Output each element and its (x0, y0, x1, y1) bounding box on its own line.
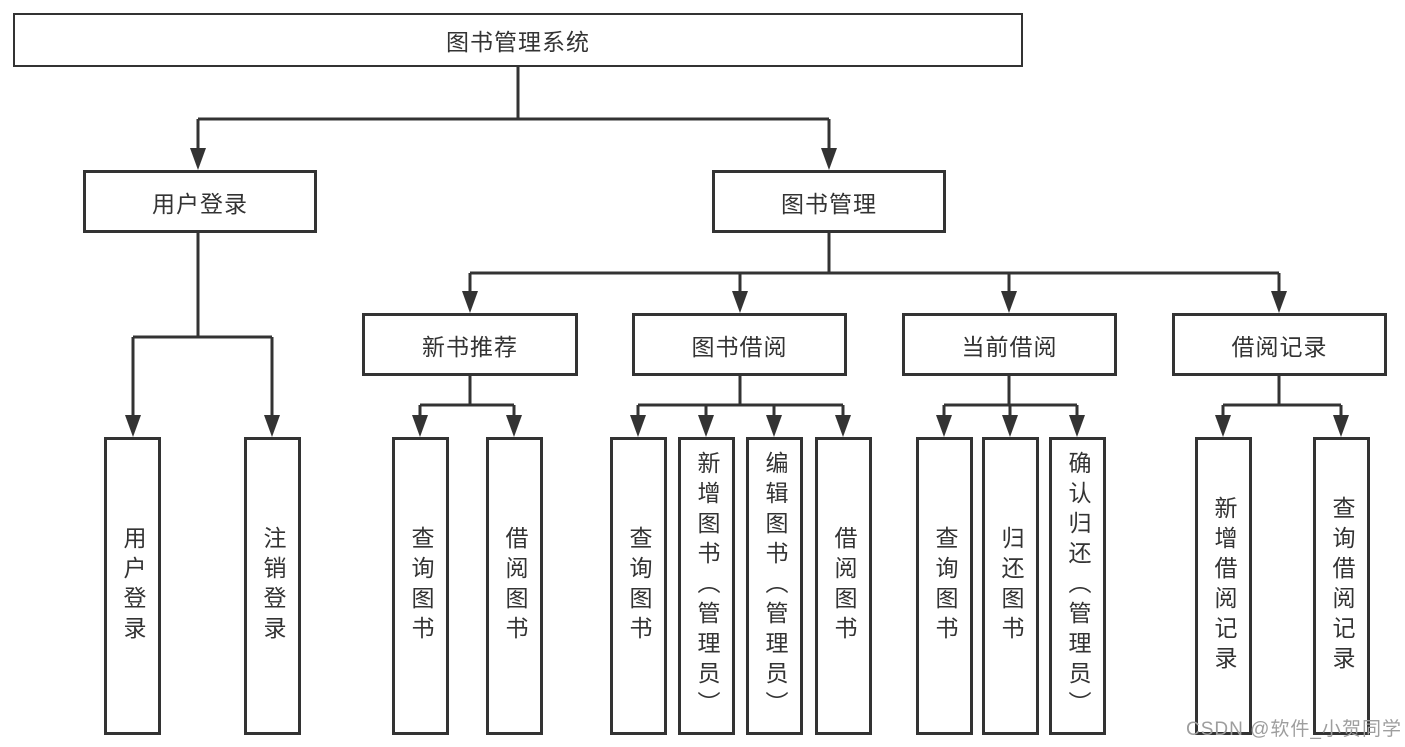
node-book-management-system: 图书管理系统 (13, 13, 1023, 67)
leaf-label: 查询图书 (626, 526, 652, 646)
arrowhead-confirm-return (1069, 415, 1085, 437)
leaf-label: 确认归还（管理员） (1065, 451, 1091, 721)
leaf-label: 新增图书（管理员） (694, 451, 720, 721)
leaf-add-borrow-record: 新增借阅记录 (1195, 437, 1252, 735)
leaf-borrow-books-recommend: 借阅图书 (486, 437, 543, 735)
arrowhead-book-management (821, 148, 837, 170)
leaf-label: 用户登录 (120, 526, 146, 646)
arrowhead-add-record (1215, 415, 1231, 437)
leaf-query-borrow-record: 查询借阅记录 (1313, 437, 1370, 735)
leaf-user-login: 用户登录 (104, 437, 161, 735)
arrowhead-current-borrowing (1001, 291, 1017, 313)
leaf-query-books-borrowing: 查询图书 (610, 437, 667, 735)
node-user-login: 用户登录 (83, 170, 317, 233)
leaf-label: 借阅图书 (831, 526, 857, 646)
arrowhead-borrow-books-2 (835, 415, 851, 437)
leaf-edit-books-admin: 编辑图书（管理员） (746, 437, 803, 735)
leaf-confirm-return-admin: 确认归还（管理员） (1049, 437, 1106, 735)
arrowhead-user-login (190, 148, 206, 170)
leaf-label: 查询图书 (408, 526, 434, 646)
leaf-label: 查询图书 (932, 526, 958, 646)
arrowhead-leaf-logout (264, 415, 280, 437)
arrowhead-query-record (1333, 415, 1349, 437)
arrowhead-return-books (1002, 415, 1018, 437)
arrowhead-borrowing-records (1271, 291, 1287, 313)
leaf-query-books-recommend: 查询图书 (392, 437, 449, 735)
leaf-add-books-admin: 新增图书（管理员） (678, 437, 735, 735)
node-borrowing-records: 借阅记录 (1172, 313, 1387, 376)
leaf-label: 新增借阅记录 (1211, 496, 1237, 676)
watermark-text: CSDN @软件_小贺同学 (1186, 719, 1402, 740)
arrowhead-borrow-books-1 (506, 415, 522, 437)
leaf-label: 归还图书 (998, 526, 1024, 646)
node-book-borrowing: 图书借阅 (632, 313, 847, 376)
leaf-label: 编辑图书（管理员） (762, 451, 788, 721)
node-book-management: 图书管理 (712, 170, 946, 233)
arrowhead-leaf-user-login (125, 415, 141, 437)
leaf-query-books-current: 查询图书 (916, 437, 973, 735)
arrowhead-query-books-1 (412, 415, 428, 437)
arrowhead-add-books (698, 415, 714, 437)
leaf-return-books: 归还图书 (982, 437, 1039, 735)
leaf-label: 查询借阅记录 (1329, 496, 1355, 676)
arrowhead-new-book (462, 291, 478, 313)
leaf-label: 借阅图书 (502, 526, 528, 646)
arrowhead-query-books-2 (630, 415, 646, 437)
arrowhead-query-books-3 (936, 415, 952, 437)
arrowhead-edit-books (766, 415, 782, 437)
node-new-book-recommendation: 新书推荐 (362, 313, 578, 376)
leaf-label: 注销登录 (260, 526, 286, 646)
leaf-borrow-books-borrowing: 借阅图书 (815, 437, 872, 735)
arrowhead-book-borrowing (732, 291, 748, 313)
leaf-logout: 注销登录 (244, 437, 301, 735)
node-current-borrowing: 当前借阅 (902, 313, 1117, 376)
